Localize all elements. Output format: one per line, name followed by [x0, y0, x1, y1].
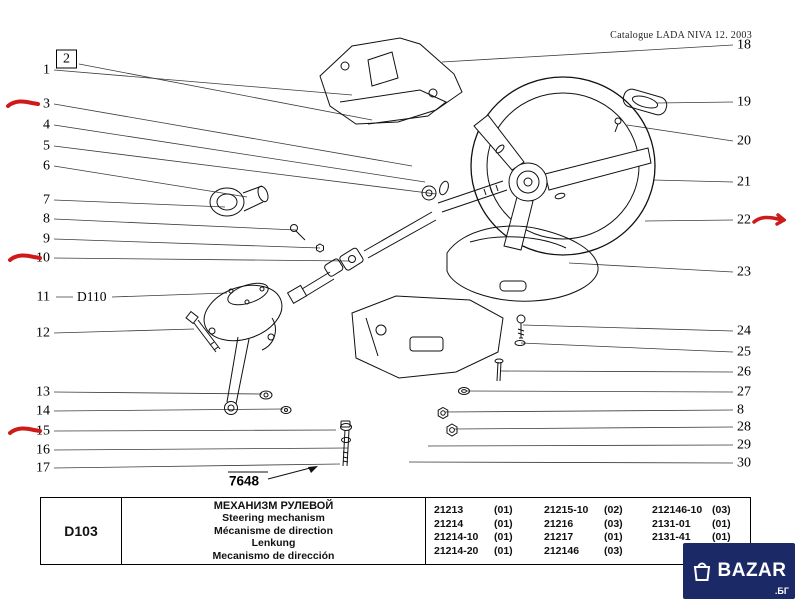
- callout-24-right: 24: [737, 323, 751, 339]
- callout-19-right: 19: [737, 94, 751, 110]
- callout-20-right: 20: [737, 133, 751, 149]
- callout-21-right: 21: [737, 174, 751, 190]
- part-numbers: 21213(01)21214(01)21214-10(01)21214-20(0…: [425, 498, 750, 564]
- title-de: Lenkung: [251, 537, 296, 550]
- part-entry: 21214-20(01): [434, 544, 513, 557]
- callout-29-right: 29: [737, 437, 751, 453]
- part-column-3: 212146-10(03)2131-01(01)2131-41(01): [652, 504, 748, 562]
- gearbox-ref-label: D110: [77, 289, 107, 304]
- callout-27-right: 27: [737, 384, 751, 400]
- part-entry: 212146(03): [544, 544, 623, 557]
- title-fr: Mécanisme de direction: [213, 524, 334, 537]
- callout-11-left: 11: [36, 289, 50, 305]
- figure-code: D103: [64, 523, 98, 539]
- title-es: Mecanismo de dirección: [212, 549, 335, 562]
- column-shrouds: [351, 225, 599, 379]
- part-entry: 21216(03): [544, 517, 623, 530]
- mechanism-names: МЕХАНИЗМ РУЛЕВОЙ Steering mechanism Méca…: [121, 498, 425, 564]
- shopping-bag-icon: [693, 562, 710, 581]
- title-en: Steering mechanism: [222, 512, 325, 525]
- top-bracket: [319, 37, 463, 125]
- callout-6-left: 6: [43, 158, 50, 174]
- bazar-watermark: BAZAR .БГ: [683, 543, 795, 599]
- horn-bracket: [614, 88, 668, 133]
- callout-26-right: 26: [737, 364, 751, 380]
- part-entry: 212146-10(03): [652, 504, 731, 516]
- callout-25-right: 25: [737, 344, 751, 360]
- callout-8-left: 8: [43, 211, 50, 227]
- part-column-1: 21213(01)21214(01)21214-10(01)21214-20(0…: [434, 504, 544, 562]
- callout-7-left: 7: [43, 192, 50, 208]
- red-pen-mark-22: [752, 212, 786, 228]
- figure-ref-label: 7648: [229, 473, 260, 489]
- callout-3-left: 3: [43, 96, 50, 112]
- callout-10-left: 10: [36, 250, 50, 266]
- callout-17-left: 17: [36, 460, 50, 476]
- part-entry: 21214(01): [434, 517, 513, 530]
- part-entry: 2131-01(01): [652, 517, 731, 530]
- brand-name: BAZAR: [717, 560, 787, 581]
- fasteners: [340, 314, 526, 467]
- steering-wheel: [470, 76, 656, 256]
- leader-lines: [53, 44, 734, 469]
- part-entry: 21213(01): [434, 504, 513, 516]
- brand-tld: .БГ: [774, 586, 789, 596]
- part-entry: 2131-41(01): [652, 531, 731, 543]
- figure-ref-arrow: [228, 466, 318, 480]
- title-ru: МЕХАНИЗМ РУЛЕВОЙ: [213, 499, 334, 512]
- callout-9-left: 9: [43, 231, 50, 247]
- callout-18-right: 18: [737, 37, 751, 53]
- callout-8-right: 8: [737, 402, 744, 418]
- red-pen-mark-10: [8, 251, 42, 265]
- callout-13-left: 13: [36, 384, 50, 400]
- callout-2-left: 2: [56, 49, 77, 69]
- callout-12-left: 12: [36, 325, 50, 341]
- callout-5-left: 5: [43, 138, 50, 154]
- callout-30-right: 30: [737, 455, 751, 471]
- steering-gearbox: [185, 282, 292, 415]
- callout-28-right: 28: [737, 419, 751, 435]
- part-entry: 21215-10(02): [544, 504, 623, 516]
- catalogue-title: Catalogue LADA NIVA 12. 2003: [610, 30, 752, 41]
- part-column-2: 21215-10(02)21216(03)21217(01)212146(03): [544, 504, 652, 562]
- steering-column-shaft: [286, 180, 508, 305]
- callout-23-right: 23: [737, 264, 751, 280]
- callout-1-left: 1: [43, 62, 50, 78]
- parts-table: D103 МЕХАНИЗМ РУЛЕВОЙ Steering mechanism…: [40, 497, 751, 565]
- callout-16-left: 16: [36, 442, 50, 458]
- red-pen-mark-3: [6, 97, 40, 111]
- red-pen-mark-15: [8, 424, 42, 438]
- callout-15-left: 15: [36, 423, 50, 439]
- boot: [209, 185, 269, 217]
- part-entry: 21214-10(01): [434, 531, 513, 543]
- callout-22-right: 22: [737, 212, 751, 228]
- part-entry: 21217(01): [544, 531, 623, 543]
- callout-4-left: 4: [43, 117, 50, 133]
- callout-14-left: 14: [36, 403, 50, 419]
